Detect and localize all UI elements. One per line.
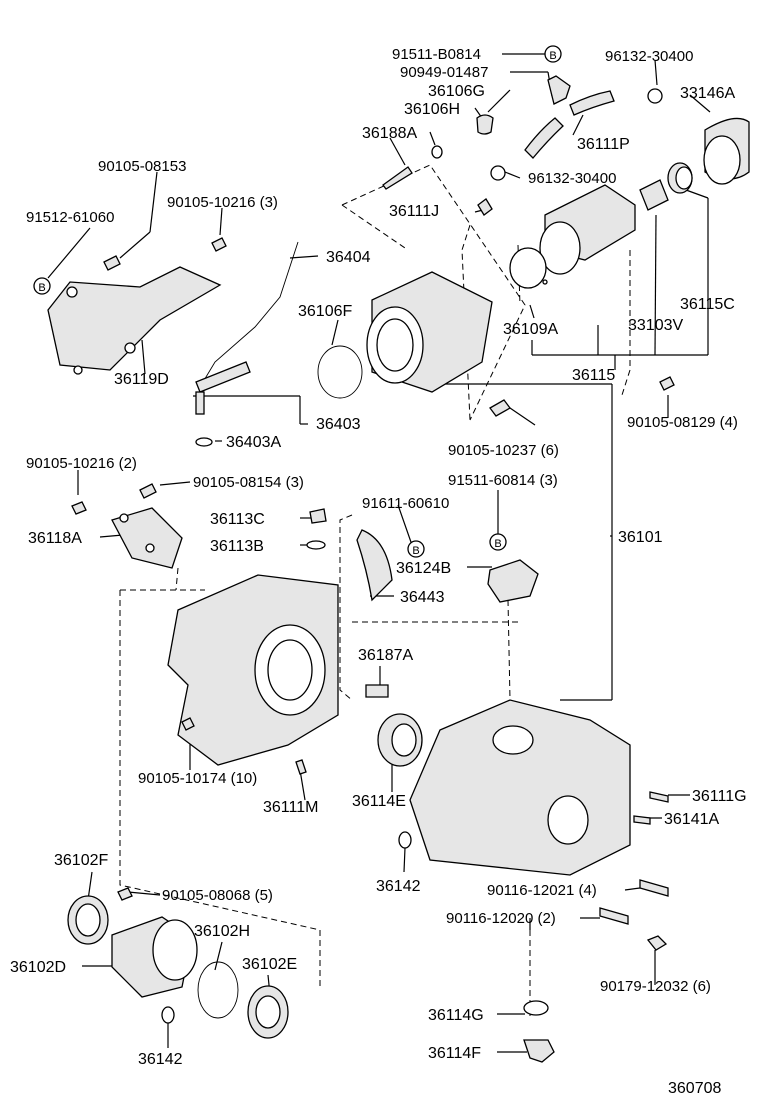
callout-b-4: B <box>489 533 507 551</box>
part-label: 91512-61060 <box>26 209 114 226</box>
part-label: 36142 <box>138 1051 183 1068</box>
part-label: 33146A <box>680 85 735 102</box>
part-label: 90105-08129 (4) <box>627 414 738 431</box>
svg-text:B: B <box>494 538 501 550</box>
callout-markers: B B B B <box>33 45 562 558</box>
part-label: 96132-30400 <box>528 170 616 187</box>
svg-text:B: B <box>549 50 556 62</box>
leader-lines <box>47 53 711 1053</box>
part-label: 36109A <box>503 321 558 338</box>
part-label: 36111J <box>389 203 439 220</box>
part-label: 36118A <box>28 530 82 547</box>
part-label: 90105-08154 (3) <box>193 474 304 491</box>
part-label: 33103V <box>628 317 683 334</box>
part-label: 36188A <box>362 125 417 142</box>
part-label: 36106G <box>428 83 485 100</box>
svg-text:B: B <box>38 282 45 294</box>
part-label: 91511-60814 (3) <box>448 472 558 489</box>
part-label: 36113B <box>210 538 264 555</box>
part-labels: 91511-B0814 90949-01487 96132-30400 3610… <box>10 46 747 1097</box>
part-label: 90116-12020 (2) <box>446 910 556 927</box>
svg-text:B: B <box>412 545 419 557</box>
part-label: 36106F <box>298 303 352 320</box>
part-label: 36102H <box>194 923 250 940</box>
part-label: 36403 <box>316 416 361 433</box>
part-label: 90105-10216 (3) <box>167 194 278 211</box>
callout-b-1: B <box>544 45 562 63</box>
part-label: 36141A <box>664 811 719 828</box>
part-label: 90105-10216 (2) <box>26 455 137 472</box>
part-label: 36119D <box>114 371 169 388</box>
part-label: 36124B <box>396 560 451 577</box>
part-label: 36111M <box>263 799 318 816</box>
part-label: 36113C <box>210 511 265 528</box>
part-label: 36403A <box>226 434 281 451</box>
part-label: 91611-60610 <box>362 495 449 512</box>
part-label: 36114G <box>428 1007 484 1024</box>
part-label: 36111P <box>577 136 630 153</box>
part-label: 91511-B0814 <box>392 46 481 63</box>
part-label: 36187A <box>358 647 413 664</box>
part-label: 36114F <box>428 1045 481 1062</box>
part-label: 90116-12021 (4) <box>487 882 597 899</box>
part-label: 36106H <box>404 101 460 118</box>
part-label: 36102E <box>242 956 297 973</box>
part-illustrations <box>34 75 750 1063</box>
part-label: 90105-08068 (5) <box>162 887 273 904</box>
part-label: 36404 <box>326 249 371 266</box>
part-label: 36102D <box>10 959 66 976</box>
part-label: 36111G <box>692 788 747 805</box>
part-label: 90105-10237 (6) <box>448 442 559 459</box>
part-label: 36101 <box>618 529 663 546</box>
part-label: 96132-30400 <box>605 48 693 65</box>
part-label: 90179-12032 (6) <box>600 978 711 995</box>
part-label: 36142 <box>376 878 421 895</box>
part-label: 36443 <box>400 589 445 606</box>
callout-b-2: B <box>33 277 51 295</box>
part-label: 90949-01487 <box>400 64 488 81</box>
figure-number: 360708 <box>668 1080 721 1097</box>
part-label: 36114E <box>352 793 406 810</box>
part-label: 36102F <box>54 852 108 869</box>
part-label: 90105-10174 (10) <box>138 770 257 787</box>
part-label: 90105-08153 <box>98 158 186 175</box>
part-label: 36115C <box>680 296 735 313</box>
callout-b-3: B <box>407 540 425 558</box>
part-label: 36115 <box>572 367 615 384</box>
